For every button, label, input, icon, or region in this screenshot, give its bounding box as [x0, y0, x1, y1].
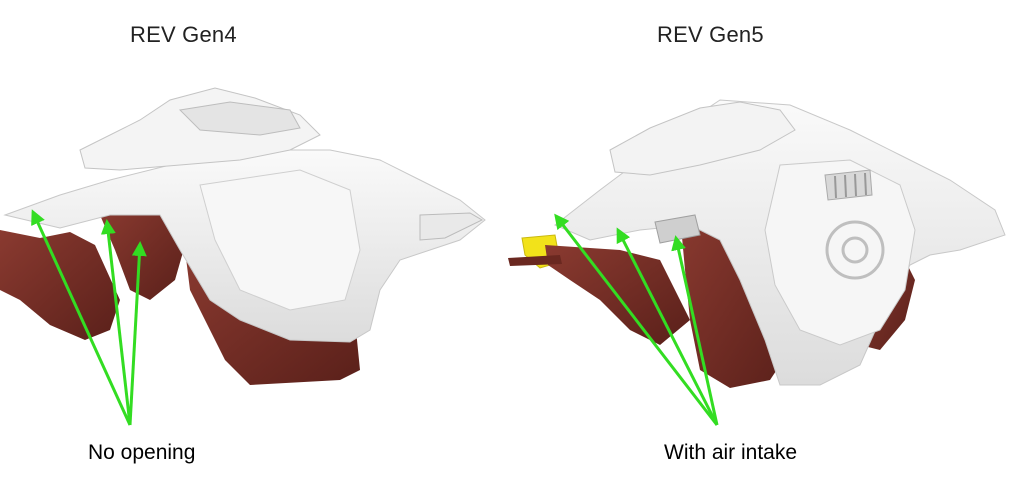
gen5-arrow-2: [616, 227, 719, 426]
gen4-arrow-2: [100, 219, 132, 426]
gen4-windshield: [178, 101, 301, 136]
gen4-callout-arrows: [31, 209, 147, 426]
gen5-side-cover-emblem: [825, 220, 885, 280]
gen5-arrow-3: [671, 235, 719, 426]
gen4-arrow-3: [128, 241, 147, 426]
left-panel-title: REV Gen4: [130, 22, 237, 47]
gen5-vent-slat: [834, 175, 837, 199]
left-panel-caption: No opening: [88, 441, 196, 464]
gen5-side-intake-grille: [654, 214, 701, 244]
gen5-vent-slat: [844, 174, 847, 198]
gen5-callout-arrows: [554, 213, 719, 426]
gen4-arrow-1: [31, 209, 132, 426]
gen5-side-cover: [764, 159, 916, 346]
right-panel-title: REV Gen5: [657, 22, 764, 47]
gen5-hood: [609, 101, 796, 176]
gen4-lower-left-part: [0, 230, 120, 340]
gen4-headlight-strip: [419, 212, 484, 241]
gen5-arrow-1: [554, 213, 719, 426]
right-panel-caption: With air intake: [664, 441, 798, 464]
gen5-side-cover-emblem-inner: [841, 236, 869, 264]
gen5-vent-slat: [854, 173, 857, 197]
gen4-side-panel: [199, 169, 361, 311]
gen5-nose-bar: [508, 255, 562, 266]
gen5-vent-slat: [864, 172, 867, 196]
gen4-sled-body: [0, 87, 486, 385]
gen5-sled-body: [508, 99, 1006, 388]
